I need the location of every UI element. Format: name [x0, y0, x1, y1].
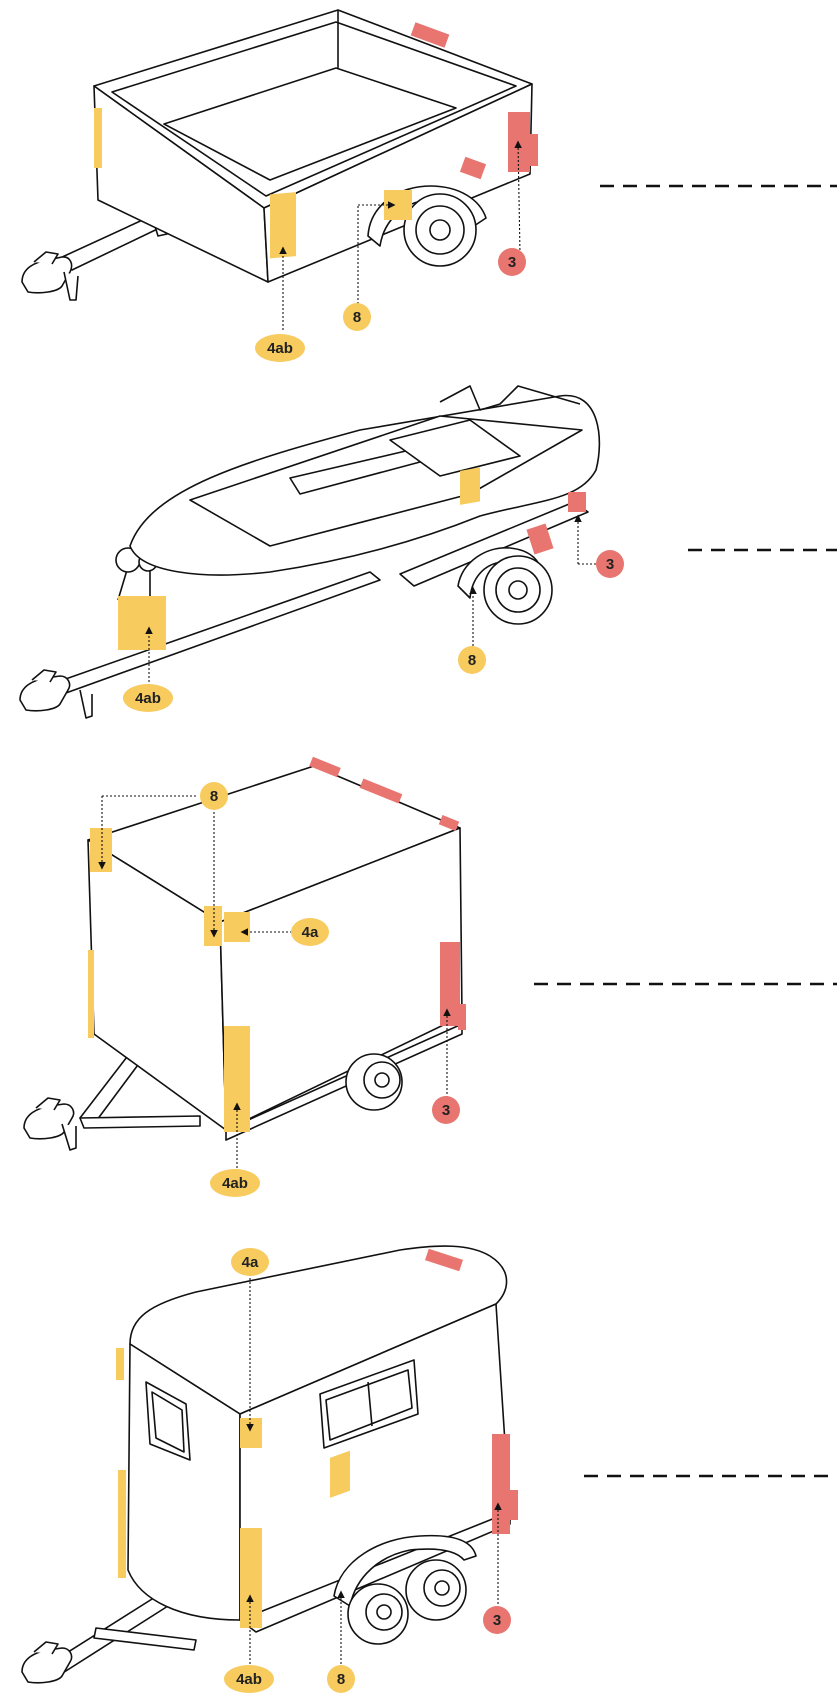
badge-text: 3 — [442, 1102, 450, 1119]
horse-trailer-label-3: 3 — [483, 1606, 511, 1634]
wheel — [346, 1054, 402, 1110]
badge-text: 3 — [493, 1612, 501, 1629]
badge-text: 4a — [242, 1254, 259, 1271]
badge-text: 8 — [353, 309, 361, 326]
badge-text: 8 — [468, 652, 476, 669]
box-body — [88, 766, 462, 1140]
badge-text: 8 — [337, 1671, 345, 1688]
boat-trailer-label-8: 8 — [458, 646, 486, 674]
badge-text: 4ab — [267, 340, 293, 357]
utility-trailer-label-3: 3 — [498, 248, 526, 276]
horse-trailer-label-4a: 4a — [231, 1248, 269, 1276]
utility-trailer-label-8: 8 — [343, 303, 371, 331]
panel-horse-trailer — [22, 1246, 837, 1683]
badge-text: 4ab — [236, 1671, 262, 1688]
panel-boat-trailer — [20, 386, 837, 718]
horse-trailer-label-8: 8 — [327, 1665, 355, 1693]
badge-text: 4ab — [222, 1175, 248, 1192]
horse-trailer-label-4ab: 4ab — [224, 1665, 274, 1693]
badge-text: 4a — [302, 924, 319, 941]
badge-text: 8 — [210, 788, 218, 805]
boat-hull — [130, 386, 599, 575]
badge-text: 3 — [606, 556, 614, 573]
box-trailer-label-8: 8 — [200, 782, 228, 810]
panel-utility-trailer — [22, 10, 837, 330]
box-trailer-label-3: 3 — [432, 1096, 460, 1124]
boat-trailer-label-4ab: 4ab — [123, 684, 173, 712]
box-trailer-label-4a: 4a — [291, 918, 329, 946]
badge-text: 3 — [508, 254, 516, 271]
boat-trailer-label-3: 3 — [596, 550, 624, 578]
panel-box-trailer — [24, 757, 837, 1176]
box-trailer-label-4ab: 4ab — [210, 1169, 260, 1197]
badge-text: 4ab — [135, 690, 161, 707]
utility-trailer-label-4ab: 4ab — [255, 334, 305, 362]
